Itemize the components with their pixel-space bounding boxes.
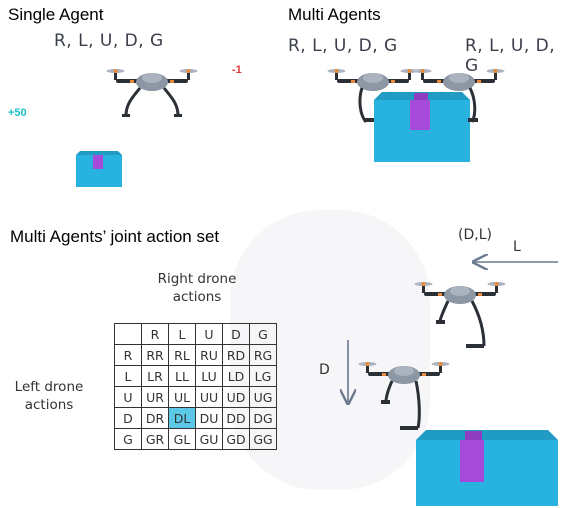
lower-drone-icon [358,362,450,430]
single-drone-icon [106,69,198,117]
single-agent-title: Single Agent [8,5,104,24]
single-agent-actions: R, L, U, D, G [54,31,164,51]
joint-action-cell: RG [249,344,277,366]
arrow-left-label: L [513,239,521,255]
multi-agents-title: Multi Agents [288,5,381,24]
joint-action-cell: GR [141,428,169,450]
table-header-cell: G [249,323,277,345]
reward-positive: +50 [8,107,27,119]
right-drone-actions-label: Right drone actions [157,271,237,305]
row-label-cell: G [114,428,142,450]
upper-drone-icon [414,282,506,348]
left-drone-actions-label: Left drone actions [14,379,84,413]
joint-action-cell: UL [168,386,196,408]
joint-action-cell: LL [168,365,196,387]
multi-package-icon [374,92,470,162]
multi-drone-left-icon [327,69,419,123]
multi-right-actions: R, L, U, D, G [465,36,556,76]
bottom-package-icon [416,430,558,506]
joint-action-cell: DG [249,407,277,429]
joint-action-example: (D,L) [458,227,492,243]
joint-action-cell: GG [249,428,277,450]
multi-left-actions: R, L, U, D, G [288,36,398,56]
multi-drone-right-icon [413,69,505,123]
joint-action-cell: LG [249,365,277,387]
single-package-icon [76,151,122,187]
joint-action-cell: RL [168,344,196,366]
joint-action-cell: DL [168,407,196,429]
reward-negative: -1 [232,64,242,76]
arrow-down-label: D [319,362,330,378]
joint-action-title: Multi Agents’ joint action set [10,227,220,246]
joint-action-cell: UD [222,386,250,408]
